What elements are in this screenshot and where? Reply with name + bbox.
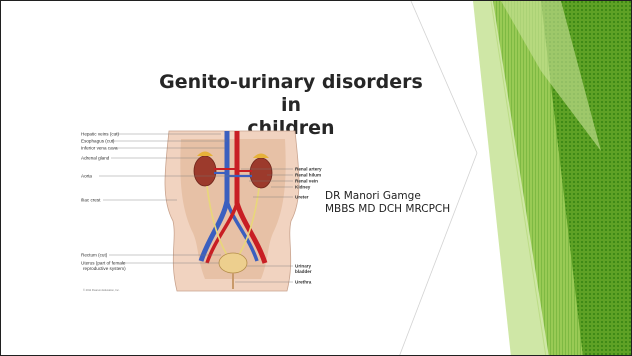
label-urethra: Urethra bbox=[295, 280, 312, 285]
label-urinary-line-2: bladder bbox=[295, 269, 312, 274]
label-adrenal-gland: Adrenal gland bbox=[81, 156, 110, 161]
label-esophagus: Esophagus (cut) bbox=[81, 139, 115, 144]
label-uterus-line-2: reproductive system) bbox=[83, 266, 126, 271]
label-rectum: Rectum (cut) bbox=[81, 253, 108, 258]
label-urinary-line-1: Urinary bbox=[295, 264, 312, 269]
label-ureter: Ureter bbox=[295, 195, 309, 200]
label-aorta: Aorta bbox=[81, 174, 92, 179]
label-inferior-vena-cava: Inferior vena cava bbox=[81, 146, 118, 151]
kidney-right bbox=[250, 158, 272, 188]
label-renal-artery: Renal artery bbox=[295, 167, 322, 172]
figure-credit: © 2011 Pearson Education, Inc. bbox=[83, 288, 120, 292]
label-renal-vein: Renal vein bbox=[295, 179, 318, 184]
urinary-system-figure: Hepatic veins (cut) Esophagus (cut) Infe… bbox=[81, 129, 371, 294]
label-renal-hilum: Renal hilum bbox=[295, 173, 321, 178]
title-line-1: Genito-urinary disorders in bbox=[159, 71, 423, 116]
label-iliac-crest: Iliac crest bbox=[81, 198, 101, 203]
label-uterus-line-1: Uterus (part of female bbox=[81, 261, 126, 266]
urinary-bladder bbox=[219, 253, 247, 273]
kidney-left bbox=[194, 156, 216, 186]
label-hepatic-veins: Hepatic veins (cut) bbox=[81, 132, 120, 137]
label-kidney: Kidney bbox=[295, 185, 311, 190]
deco-line-3 bbox=[399, 153, 477, 356]
